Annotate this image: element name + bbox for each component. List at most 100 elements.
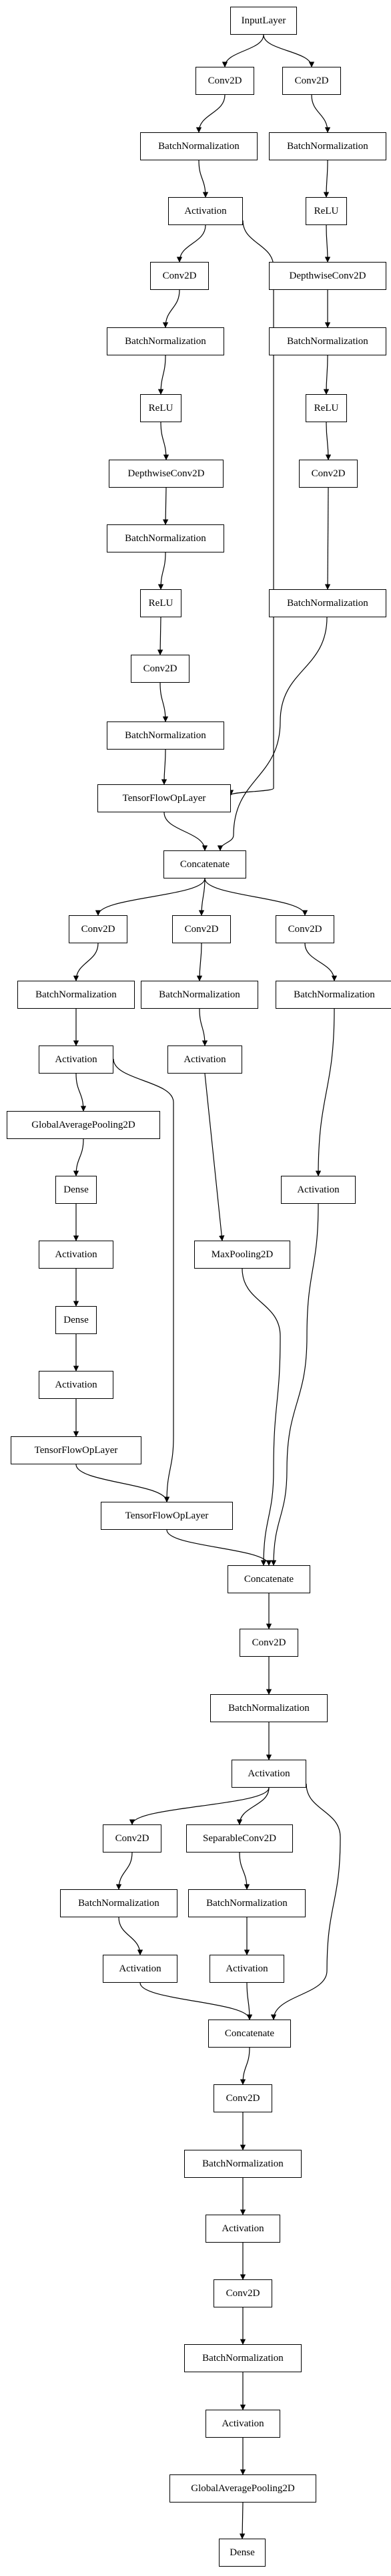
edge-n48-n50 xyxy=(139,1982,253,2020)
layer-node-batchnormalization: BatchNormalization xyxy=(269,327,386,355)
edge-n6-n21 xyxy=(228,220,274,796)
layer-node-batchnormalization: BatchNormalization xyxy=(60,1889,177,1917)
layer-node-tensorflowoplayer: TensorFlowOpLayer xyxy=(11,1436,141,1464)
edge-n5-n7 xyxy=(323,160,330,198)
edge-n14-n16 xyxy=(162,487,169,525)
layer-node-concatenate: Concatenate xyxy=(163,850,246,878)
layer-node-batchnormalization: BatchNormalization xyxy=(184,2344,302,2372)
edge-n31-n33 xyxy=(73,1138,84,1176)
layer-node-conv2d: Conv2D xyxy=(196,67,254,95)
layer-node-concatenate: Concatenate xyxy=(208,2020,291,2048)
edge-n6-n8 xyxy=(176,224,206,263)
layer-node-conv2d: Conv2D xyxy=(299,460,358,488)
layer-node-conv2d: Conv2D xyxy=(240,1629,298,1657)
layer-node-conv2d: Conv2D xyxy=(282,67,341,95)
layer-node-activation: Activation xyxy=(167,1045,242,1074)
layer-node-batchnormalization: BatchNormalization xyxy=(140,132,258,160)
layer-node-relu: ReLU xyxy=(306,197,347,225)
layer-node-conv2d: Conv2D xyxy=(103,1824,161,1853)
layer-node-batchnormalization: BatchNormalization xyxy=(107,327,224,355)
layer-node-globalaveragepooling2d: GlobalAveragePooling2D xyxy=(7,1111,160,1139)
layer-node-conv2d: Conv2D xyxy=(276,915,334,943)
edge-n4-n6 xyxy=(198,160,209,198)
edge-n16-n18 xyxy=(157,552,166,590)
layer-node-activation: Activation xyxy=(281,1176,356,1204)
edge-n18-n19 xyxy=(157,617,163,655)
edge-n45-n47 xyxy=(239,1852,250,1890)
layer-node-batchnormalization: BatchNormalization xyxy=(269,589,386,617)
layer-node-relu: ReLU xyxy=(306,394,347,422)
layer-node-batchnormalization: BatchNormalization xyxy=(17,981,135,1009)
layer-node-conv2d: Conv2D xyxy=(172,915,231,943)
layer-node-depthwiseconv2d: DepthwiseConv2D xyxy=(109,460,224,488)
layer-node-activation: Activation xyxy=(168,197,243,225)
edge-n17-n22 xyxy=(217,617,328,851)
layer-node-inputlayer: InputLayer xyxy=(230,7,297,35)
layer-node-conv2d: Conv2D xyxy=(131,655,189,683)
layer-node-batchnormalization: BatchNormalization xyxy=(141,981,258,1009)
edge-n10-n12 xyxy=(157,355,166,395)
layer-node-batchnormalization: BatchNormalization xyxy=(107,524,224,552)
edge-n44-n46 xyxy=(115,1852,133,1890)
edge-n13-n15 xyxy=(325,422,332,460)
edge-n2-n4 xyxy=(196,94,226,133)
layer-node-conv2d: Conv2D xyxy=(150,262,209,290)
edge-n23-n26 xyxy=(73,943,99,981)
edge-n7-n9 xyxy=(324,224,331,263)
layer-node-batchnormalization: BatchNormalization xyxy=(107,721,224,750)
edge-n8-n10 xyxy=(162,289,180,328)
edge-n24-n27 xyxy=(196,943,203,981)
edge-n39-n40 xyxy=(166,1529,272,1566)
layer-node-activation: Activation xyxy=(39,1241,113,1269)
edge-n21-n22 xyxy=(163,812,208,851)
edge-n22-n23 xyxy=(95,878,206,916)
edge-n57-n58 xyxy=(239,2502,246,2539)
edge-n30-n34 xyxy=(204,1073,225,1241)
edge-n32-n40 xyxy=(270,1203,319,1566)
edge-n27-n30 xyxy=(199,1008,208,1046)
edge-n46-n48 xyxy=(118,1917,143,1955)
edge-n3-n5 xyxy=(311,94,331,133)
edge-n43-n50 xyxy=(270,1783,341,2020)
layer-node-tensorflowoplayer: TensorFlowOpLayer xyxy=(97,784,231,812)
edge-n29-n31 xyxy=(75,1073,87,1112)
layer-node-batchnormalization: BatchNormalization xyxy=(276,981,391,1009)
edge-n38-n39 xyxy=(75,1464,170,1502)
layer-node-separableconv2d: SeparableConv2D xyxy=(186,1824,293,1853)
layer-node-activation: Activation xyxy=(232,1760,306,1788)
layer-node-batchnormalization: BatchNormalization xyxy=(269,132,386,160)
layer-node-activation: Activation xyxy=(210,1955,284,1983)
layer-node-conv2d: Conv2D xyxy=(214,2084,272,2112)
layer-node-dense: Dense xyxy=(219,2539,266,2567)
layer-node-batchnormalization: BatchNormalization xyxy=(210,1694,328,1722)
layer-node-tensorflowoplayer: TensorFlowOpLayer xyxy=(101,1502,233,1530)
layer-node-conv2d: Conv2D xyxy=(214,2279,272,2307)
layer-node-maxpooling2d: MaxPooling2D xyxy=(194,1241,290,1269)
edge-n28-n32 xyxy=(315,1008,335,1176)
edge-n43-n44 xyxy=(129,1787,270,1825)
edge-n43-n45 xyxy=(236,1787,270,1825)
edge-n12-n14 xyxy=(160,422,169,460)
edge-n22-n25 xyxy=(204,878,308,916)
layer-node-activation: Activation xyxy=(39,1045,113,1074)
layer-node-dense: Dense xyxy=(55,1176,97,1204)
layer-node-batchnormalization: BatchNormalization xyxy=(184,2150,302,2178)
edge-n1-n3 xyxy=(263,34,315,67)
edge-n1-n2 xyxy=(222,34,264,67)
layer-node-relu: ReLU xyxy=(140,589,181,617)
layer-node-relu: ReLU xyxy=(140,394,181,422)
edge-n25-n28 xyxy=(304,943,338,981)
edge-n29-n39 xyxy=(113,1058,174,1502)
edge-n11-n13 xyxy=(323,355,330,395)
layer-node-globalaveragepooling2d: GlobalAveragePooling2D xyxy=(169,2474,316,2503)
edge-n50-n51 xyxy=(240,2047,250,2085)
edge-n19-n20 xyxy=(159,682,169,722)
layer-node-activation: Activation xyxy=(206,2215,280,2243)
layer-node-activation: Activation xyxy=(103,1955,177,1983)
layer-node-activation: Activation xyxy=(206,2410,280,2438)
layer-node-concatenate: Concatenate xyxy=(228,1565,310,1593)
edge-n20-n21 xyxy=(161,749,167,785)
edge-n22-n24 xyxy=(198,878,206,916)
